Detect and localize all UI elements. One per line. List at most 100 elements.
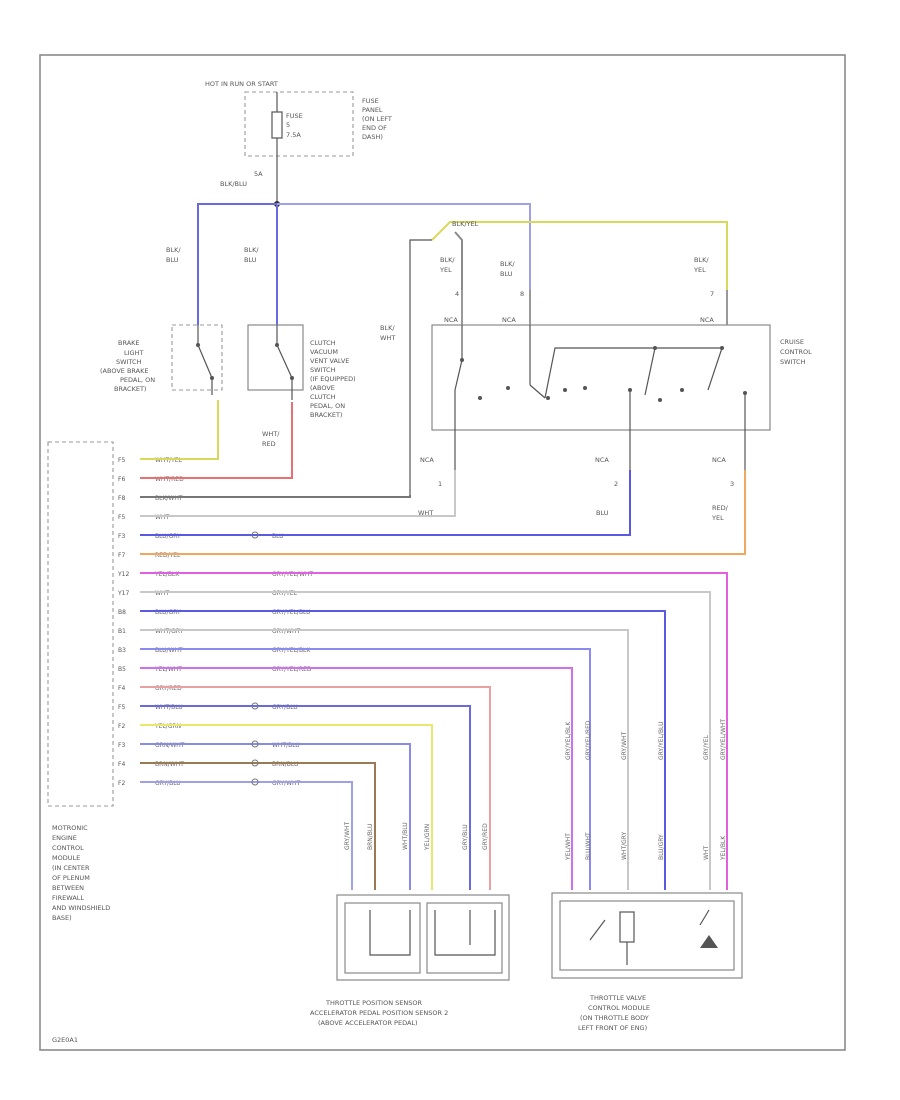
svg-text:B1: B1	[118, 628, 126, 635]
fuse-label-3: 7.5A	[286, 131, 301, 139]
cruise-label-1: CRUISE	[780, 338, 804, 346]
diagram-frame	[39, 54, 846, 1051]
tvcm-bottom-wire-5: WHT	[703, 846, 710, 860]
cruise-pin8-1: BLK/	[500, 260, 515, 268]
ecm-harness-wires	[140, 400, 746, 890]
tvcm-top-wire-2: GRY/YEL/RED	[585, 720, 592, 760]
clutch-switch-outline	[247, 324, 304, 391]
svg-text:F4: F4	[118, 761, 125, 768]
clutch-label-7: CLUTCH	[310, 393, 336, 401]
wire-gry-red	[140, 686, 491, 890]
wire-blu-wht-b3	[140, 648, 591, 890]
svg-text:WHT/RED: WHT/RED	[155, 476, 184, 483]
svg-text:WHT/BLU: WHT/BLU	[155, 704, 183, 711]
svg-text:RED/YEL: RED/YEL	[155, 552, 181, 559]
cruise-pin3-1: NCA	[712, 456, 726, 464]
wire-blk-blu-cruise	[277, 203, 531, 290]
svg-text:GRY/YEL: GRY/YEL	[272, 590, 298, 597]
svg-text:BLU/GRY: BLU/GRY	[155, 609, 181, 616]
brake-wire-label-2: BLU	[166, 256, 179, 264]
tvcm-top-wire-3: GRY/WHT	[621, 731, 628, 760]
cruise-pin8-2: BLU	[500, 270, 513, 278]
svg-text:Y17: Y17	[117, 590, 129, 597]
cruise-pin7-1: BLK/	[694, 256, 709, 264]
svg-text:WHT: WHT	[155, 590, 169, 597]
brake-wire-label-1: BLK/	[166, 246, 181, 254]
fuse-location-4: END OF	[362, 124, 387, 132]
fuse-element	[271, 111, 283, 139]
clutch-wire-in-2: BLU	[244, 256, 257, 264]
cruise-pin4-1: BLK/	[440, 256, 455, 264]
wire-wht-red	[140, 402, 293, 479]
wire-gry-blu	[140, 781, 353, 890]
cruise-pin4-3: 4	[455, 290, 459, 298]
footer-code: G2E0A1	[52, 1036, 78, 1044]
wire-blk-yel-cruise	[431, 221, 728, 290]
clutch-label-4: SWITCH	[310, 366, 336, 374]
clutch-label-1: CLUTCH	[310, 339, 336, 347]
ecm-label-2: ENGINE	[52, 834, 77, 842]
svg-text:WHT/GRY: WHT/GRY	[155, 628, 184, 635]
svg-text:GRY/BLU: GRY/BLU	[155, 780, 181, 787]
tps-label-3: (ABOVE ACCELERATOR PEDAL)	[318, 1019, 418, 1027]
clutch-switch: BLK/ BLU CLUTCH VACUUM VENT VALVE SWITCH…	[244, 246, 356, 448]
ecm-label-6: OF PLENUM	[52, 874, 90, 882]
svg-text:F3: F3	[118, 533, 125, 540]
wire-blk-wht	[140, 495, 411, 498]
svg-text:YEL/BLK: YEL/BLK	[154, 571, 180, 578]
svg-text:B5: B5	[118, 666, 126, 673]
svg-text:F5: F5	[118, 457, 125, 464]
ecm-label-5: (IN CENTER	[52, 864, 90, 872]
svg-text:B3: B3	[118, 647, 126, 654]
fuse-location-1: FUSE	[362, 97, 379, 105]
ecm-label-10: BASE)	[52, 914, 72, 922]
wire-wht-yel	[140, 400, 219, 460]
splice-label: 5A	[254, 170, 263, 178]
cruise-nca-b: NCA	[502, 316, 516, 324]
svg-text:GRY/YEL/BLK: GRY/YEL/BLK	[272, 647, 311, 654]
wire-wht-cruise	[140, 470, 456, 517]
clutch-label-2: VACUUM	[310, 348, 338, 356]
brake-label-5: PEDAL, ON	[120, 376, 155, 384]
cruise-wire3-2: YEL	[711, 514, 724, 522]
tps-wire-1: GRY/WHT	[344, 821, 351, 850]
wire-wht-gry-b1	[140, 629, 629, 890]
svg-text:Y12: Y12	[117, 571, 129, 578]
fuse-location-3: (ON LEFT	[362, 115, 392, 123]
cruise-control-switch: BLK/YEL BLK/ WHT BLK/ YEL 4 BLK/ BLU 8 B…	[380, 220, 812, 522]
ecm-outline	[47, 441, 114, 807]
cruise-pin2-1: NCA	[595, 456, 609, 464]
svg-text:GRY/WHT: GRY/WHT	[272, 780, 301, 787]
clutch-label-3: VENT VALVE	[310, 357, 349, 365]
svg-text:GRY/YEL/BLU: GRY/YEL/BLU	[272, 609, 311, 616]
tvcm-top-wire-6: GRY/YEL/WHT	[720, 719, 727, 760]
tvcm-bottom-wire-6: YEL/BLK	[720, 835, 727, 861]
fuse-location-5: DASH)	[362, 133, 383, 141]
cruise-pin4-2: YEL	[439, 266, 452, 274]
tps-label-1: THROTTLE POSITION SENSOR	[325, 999, 422, 1007]
svg-text:BRN/WHT: BRN/WHT	[155, 761, 184, 768]
cruise-pin1-2: 1	[438, 480, 442, 488]
brake-switch-outline	[171, 324, 223, 391]
tvcm-bottom-wire-1: YEL/WHT	[565, 833, 572, 861]
svg-text:GRY/RED: GRY/RED	[155, 685, 182, 692]
wire-red-yel-cruise	[140, 470, 746, 555]
brake-light-switch: BLK/ BLU BRAKE LIGHT SWITCH (ABOVE BRAKE…	[100, 246, 223, 395]
tvcm-top-wire-1: GRY/YEL/BLK	[565, 721, 572, 760]
clutch-label-9: BRACKET)	[310, 411, 342, 419]
wire-yel-wht-b5	[140, 667, 573, 890]
svg-text:BLK/WHT: BLK/WHT	[155, 495, 183, 502]
clutch-wire-out-1: WHT/	[262, 430, 280, 438]
cruise-nca-c: NCA	[700, 316, 714, 324]
cruise-left-wire-2: WHT	[380, 334, 395, 342]
cruise-pin8-3: 8	[520, 290, 524, 298]
wire-yel-grn	[140, 724, 433, 890]
